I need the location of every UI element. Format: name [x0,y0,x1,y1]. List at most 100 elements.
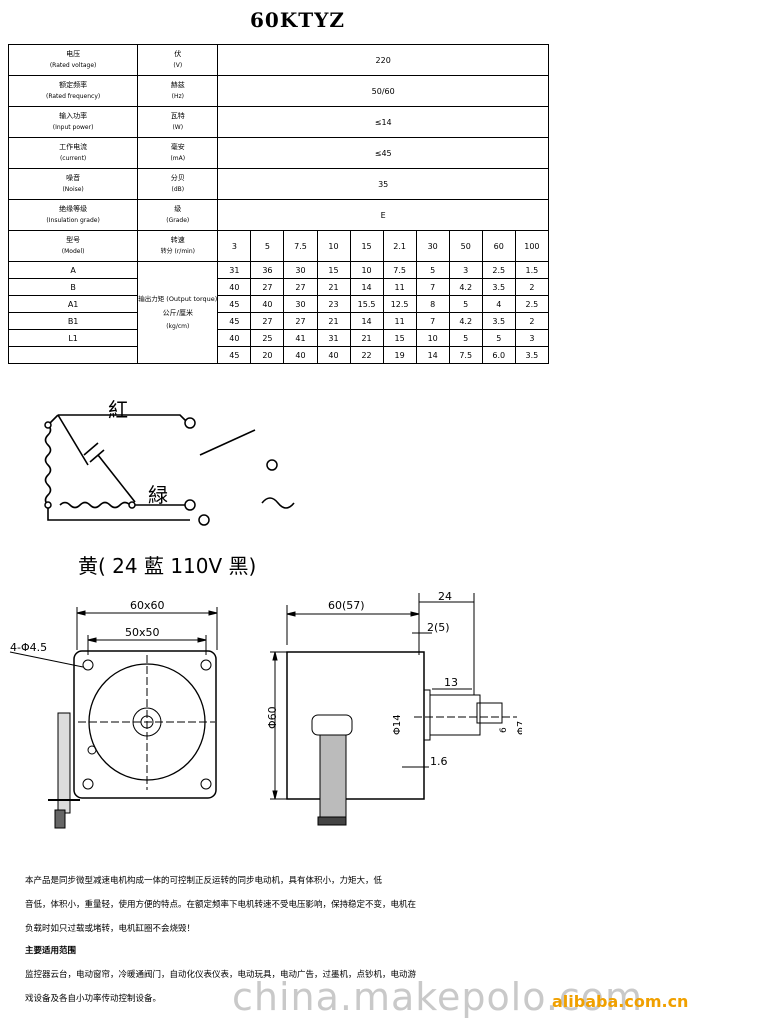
spec-row-speed: 型号(Model) 转速转分 (r/min) 3 5 7.5 10 15 2.1… [7,230,550,262]
torque-value: 30 [283,295,318,313]
torque-value: 6.0 [481,346,516,364]
spec-row-insulation: 绝缘等级(Insulation grade) 级(Grade) E [7,199,549,231]
applications-title: 主要适用范围 [25,946,77,956]
terminal [184,417,196,429]
spec-row-current: 工作电流(current) 毫安(mA) ≤45 [7,137,549,169]
dim-shaft-len: 13 [444,676,458,689]
model-cell: A1 [7,295,139,313]
torque-value: 27 [283,312,318,330]
spec-row-frequency: 额定频率(Rated frequency) 赫兹(Hz) 50/60 [7,75,549,107]
torque-value: 3.5 [481,278,516,296]
torque-value: 5 [415,261,450,279]
torque-value: 30 [283,261,318,279]
torque-value: 20 [250,346,285,364]
spec-label: 额定频率(Rated frequency) [7,75,139,107]
front-view-drawing: 60x60 50x50 4-Φ4.5 [9,599,218,829]
spec-unit: 伏(V) [137,44,219,76]
torque-value: 15.5 [349,295,384,313]
torque-row: A 输出力矩 (Output torque) 公斤/厘米 (kg/cm) 31 … [7,261,550,364]
speed-value: 30 [415,230,450,262]
applications-line: 戏设备及各自小功率传动控制设备。 [25,994,162,1004]
model-cell: B [7,278,139,296]
spec-unit: 分贝(dB) [137,168,219,200]
speed-value: 5 [250,230,285,262]
spec-value: E [217,199,549,231]
torque-value: 3 [448,261,483,279]
speed-label: 转速转分 (r/min) [137,230,219,262]
torque-value: 7 [415,312,450,330]
torque-value: 31 [217,261,252,279]
dim-shaft-total: 24 [438,590,452,603]
torque-value: 40 [217,329,252,347]
dim-outer: 60x60 [130,599,165,612]
page-title: 60KTYZ [250,8,345,32]
torque-value: 27 [283,278,318,296]
label-green: 緑 [148,483,168,507]
dim-boss: Φ14 [392,714,403,735]
torque-value: 4.2 [448,312,483,330]
node [128,501,136,509]
switch [199,429,256,456]
model-label: 型号(Model) [7,230,139,262]
torque-value: 5 [448,295,483,313]
watermark-alibaba: alibaba.com.cn [552,992,689,1011]
dim-shaft-diameter: Φ7 [516,721,522,735]
torque-value: 15 [316,261,351,279]
torque-row: B1 45 27 27 21 14 11 7 4.2 3.5 2 [7,312,550,330]
torque-value: 22 [349,346,384,364]
speed-value: 10 [316,230,351,262]
wire-color-legend: 黄( 24 藍 110V 黑) [78,554,256,578]
spec-row-voltage: 电压(Rated voltage) 伏(V) 220 [7,44,549,76]
torque-value: 4.2 [448,278,483,296]
node [44,501,52,509]
dim-flange: 1.6 [430,755,448,768]
spec-table: 电压(Rated voltage) 伏(V) 220 额定频率(Rated fr… [7,44,550,364]
speed-value: 15 [349,230,384,262]
model-cell: A [7,261,139,279]
node [44,421,52,429]
torque-value: 27 [250,312,285,330]
torque-value: 7 [415,278,450,296]
torque-value: 2.5 [514,295,550,313]
watermark-makepolo: china.makepolo.com [232,975,644,1019]
torque-value: 14 [349,312,384,330]
terminal [198,514,210,526]
spec-unit: 毫安(mA) [137,137,219,169]
torque-value: 2 [514,312,550,330]
spec-value: ≤14 [217,106,549,138]
torque-value: 3.5 [481,312,516,330]
torque-value: 27 [250,278,285,296]
speed-value: 100 [514,230,550,262]
torque-value: 15 [382,329,417,347]
torque-value: 23 [316,295,351,313]
torque-value: 8 [415,295,450,313]
spec-row-power: 输入功率(Input power) 瓦特(W) ≤14 [7,106,549,138]
terminal [266,459,278,471]
torque-value: 21 [316,278,351,296]
spec-unit: 级(Grade) [137,199,219,231]
torque-value: 14 [415,346,450,364]
wire-yellow [47,505,190,521]
spec-value: 220 [217,44,549,76]
spec-value: ≤45 [217,137,549,169]
spec-label: 电压(Rated voltage) [7,44,139,76]
torque-row: L1 40 25 41 31 21 15 10 5 5 3 [7,329,550,347]
capacitor [83,442,105,463]
spec-label: 噪音(Noise) [7,168,139,200]
torque-value: 2.5 [481,261,516,279]
torque-value: 40 [217,278,252,296]
torque-value: 19 [382,346,417,364]
torque-value: 3 [514,329,550,347]
torque-value: 40 [316,346,351,364]
spec-unit: 瓦特(W) [137,106,219,138]
torque-value: 21 [349,329,384,347]
torque-value: 3.5 [514,346,550,364]
torque-row: B 40 27 27 21 14 11 7 4.2 3.5 2 [7,278,550,296]
torque-value: 11 [382,312,417,330]
terminal [184,499,196,511]
torque-value: 41 [283,329,318,347]
description-line: 本产品是同步微型减速电机构成一体的可控制正反运转的同步电动机，具有体积小，力矩大… [25,876,383,886]
torque-label: 输出力矩 (Output torque) 公斤/厘米 (kg/cm) [137,261,219,364]
speed-value: 50 [448,230,483,262]
dim-shaft-gap: 2(5) [427,621,450,634]
